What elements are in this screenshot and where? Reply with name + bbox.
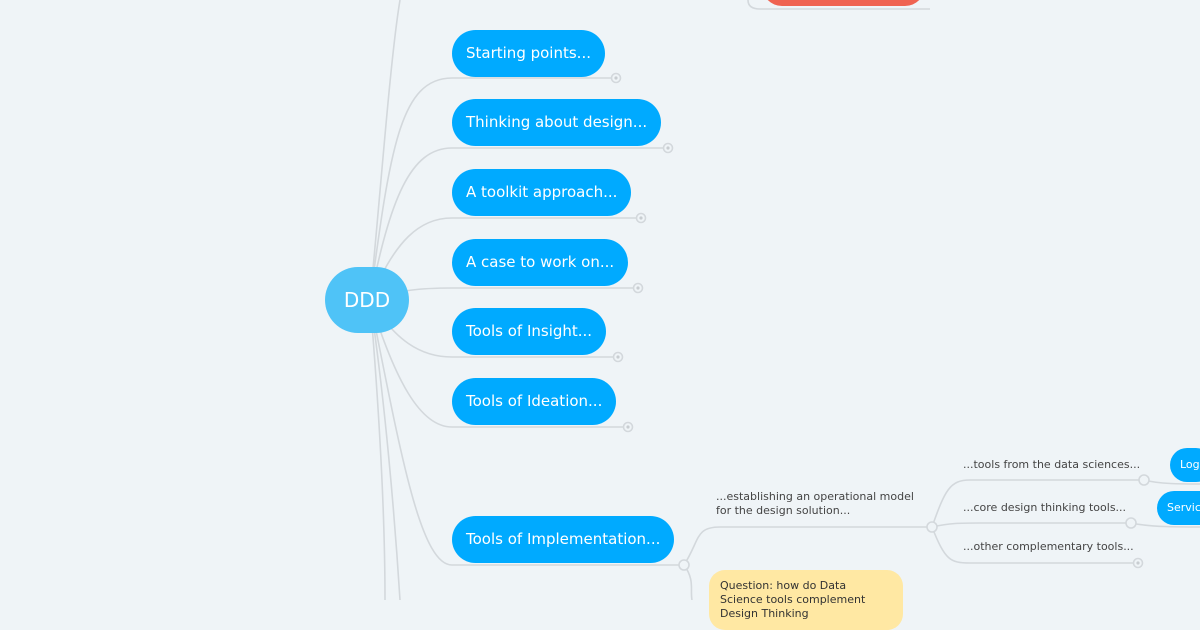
offscreen-node[interactable] bbox=[762, 0, 925, 6]
question-note[interactable]: Question: how do Data Science tools comp… bbox=[709, 570, 903, 630]
branch-toolkit-approach[interactable]: A toolkit approach... bbox=[452, 169, 632, 216]
root-node[interactable]: DDD bbox=[325, 267, 409, 333]
data-sciences-label[interactable]: ...tools from the data sciences... bbox=[963, 458, 1141, 471]
branch-thinking-about-design[interactable]: Thinking about design... bbox=[452, 99, 662, 146]
branch-starting-points[interactable]: Starting points... bbox=[452, 30, 605, 77]
operational-model-label[interactable]: ...establishing an operational model for… bbox=[716, 490, 914, 517]
logi-node[interactable]: Logi bbox=[1170, 448, 1200, 482]
complementary-tools-label[interactable]: ...other complementary tools... bbox=[963, 540, 1134, 553]
service-node[interactable]: Service bbox=[1157, 491, 1200, 525]
branch-tools-of-implementation[interactable]: Tools of Implementation... bbox=[452, 516, 675, 563]
branch-tools-of-insight[interactable]: Tools of Insight... bbox=[452, 308, 607, 355]
branch-tools-of-ideation[interactable]: Tools of Ideation... bbox=[452, 378, 617, 425]
branch-case-to-work-on[interactable]: A case to work on... bbox=[452, 239, 629, 286]
core-design-label[interactable]: ...core design thinking tools... bbox=[963, 501, 1127, 514]
